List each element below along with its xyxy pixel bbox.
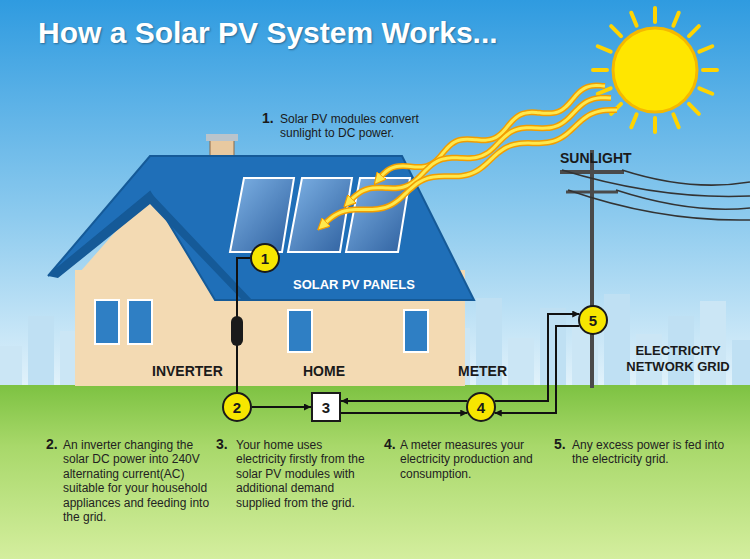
callout-circle: 2	[222, 392, 252, 422]
sunlight-label: SUNLIGHT	[560, 150, 680, 167]
sun-ray	[598, 88, 611, 93]
callout-number: 5	[589, 313, 597, 328]
house	[48, 134, 474, 386]
sun-ray	[673, 114, 678, 127]
part-label: METER	[458, 363, 518, 380]
part-label: HOME	[303, 363, 363, 380]
part-label: ELECTRICITY NETWORK GRID	[614, 343, 742, 374]
sun-ray	[699, 88, 712, 93]
callout-circle: 5	[578, 305, 608, 335]
sun-ray	[703, 68, 717, 72]
callout-number: 4	[477, 400, 485, 415]
power-line	[495, 326, 580, 413]
callout-number: 2	[233, 400, 241, 415]
sun-ray	[593, 68, 607, 72]
shape	[616, 190, 750, 209]
building	[540, 308, 566, 386]
sun-ray	[653, 118, 657, 132]
callout-circle: 4	[466, 392, 496, 422]
title: How a Solar PV System Works...	[38, 16, 498, 50]
building	[508, 338, 534, 386]
building	[0, 346, 22, 386]
window	[128, 300, 152, 344]
roof	[48, 156, 474, 300]
building	[28, 316, 54, 386]
chimney-cap	[206, 134, 238, 141]
power-line	[495, 314, 580, 401]
sun-ray	[653, 8, 657, 22]
sun-ray	[611, 26, 621, 36]
window	[95, 300, 119, 344]
sun-ray	[699, 46, 712, 51]
power-line	[341, 400, 467, 402]
sun-ray	[673, 13, 678, 26]
callout-number: 1	[261, 251, 269, 266]
window	[404, 310, 428, 352]
building	[732, 340, 750, 386]
part-label: SOLAR PV PANELS	[293, 277, 443, 293]
step-number: 5.	[554, 436, 574, 453]
step-text: Solar PV modules convert sunlight to DC …	[280, 112, 440, 141]
shape	[568, 190, 750, 220]
sun-ray	[598, 46, 611, 51]
inverter-symbol	[231, 316, 243, 346]
roof-eave	[48, 192, 252, 300]
power-line	[252, 406, 311, 408]
step-text: Any excess power is fed into the electri…	[572, 438, 732, 467]
sun	[593, 8, 717, 132]
sun-disc	[613, 28, 697, 112]
shape	[590, 150, 594, 388]
home-box: 3	[311, 392, 341, 422]
step-number: 1.	[262, 110, 282, 127]
step-text: Your home uses electricity firstly from …	[236, 438, 374, 510]
solar-panel	[288, 178, 352, 252]
sun-ray	[631, 114, 636, 127]
callout-number: 3	[322, 400, 330, 415]
power-line	[341, 412, 467, 414]
sun-ray	[689, 104, 699, 114]
grass	[0, 385, 750, 559]
shape	[562, 170, 750, 196]
part-label: INVERTER	[152, 363, 232, 380]
shape	[593, 8, 717, 132]
step-text: A meter measures your electricity produc…	[400, 438, 546, 481]
step-number: 3.	[216, 436, 236, 453]
solar-panel	[230, 178, 294, 252]
sun-ray	[689, 26, 699, 36]
window	[288, 310, 312, 352]
sky	[0, 0, 750, 390]
sun-ray	[631, 13, 636, 26]
shape	[622, 170, 750, 185]
building	[604, 294, 630, 386]
power-pole	[560, 150, 750, 388]
step-text: An inverter changing the solar DC power …	[63, 438, 215, 524]
callout-circle: 1	[250, 243, 280, 273]
